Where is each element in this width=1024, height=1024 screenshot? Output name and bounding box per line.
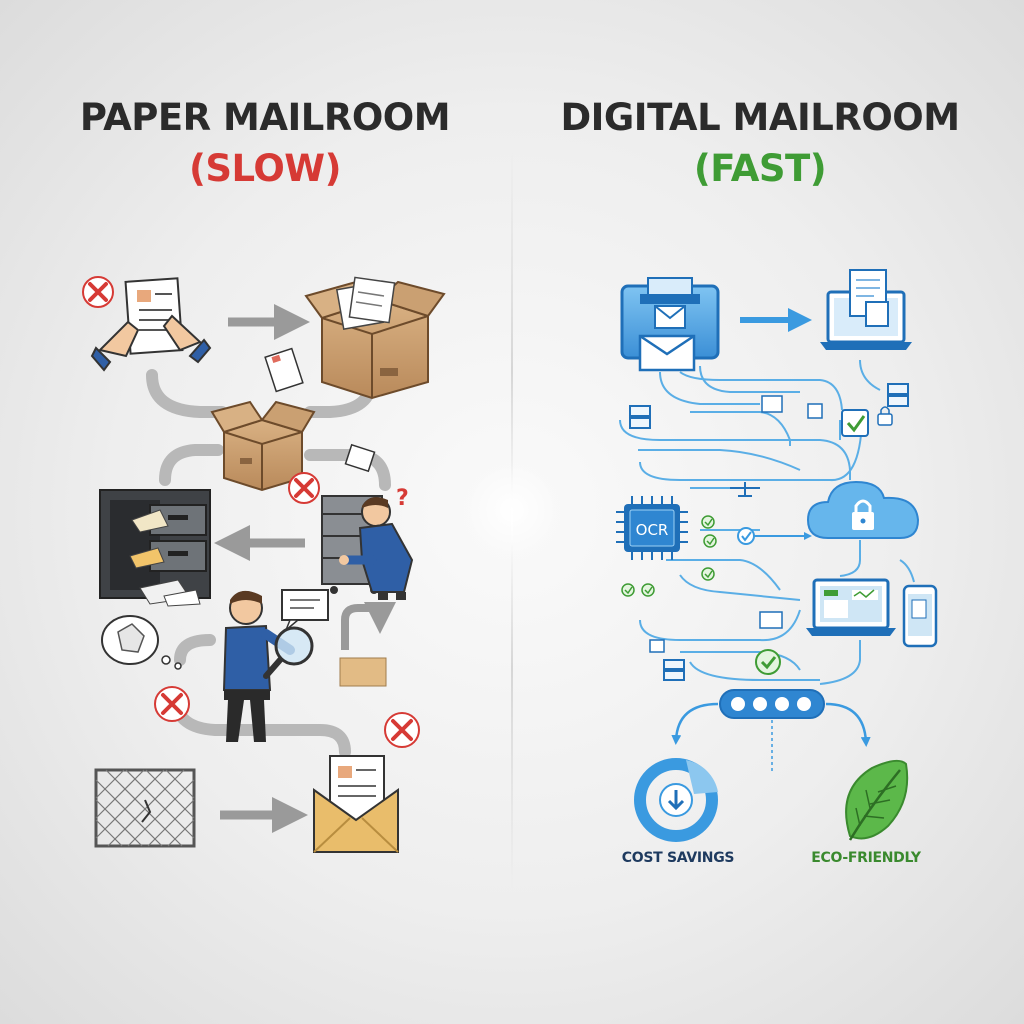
paper-mailroom-title: PAPER MAILROOM (79, 96, 451, 139)
document-node-icon (761, 395, 823, 419)
checkmark-icon (841, 409, 869, 437)
database-icon (629, 405, 651, 429)
red-x-icon (384, 712, 420, 748)
mobile-icon (902, 584, 938, 648)
network-node-icon (730, 482, 760, 497)
flow-arrow (825, 702, 871, 747)
loose-paper-icon (344, 443, 376, 473)
paper-flow (146, 304, 396, 833)
eco-friendly-caption: ECO-FRIENDLY (811, 850, 921, 866)
chain-link-fence-icon (94, 768, 196, 848)
cloud-lock-icon (806, 480, 920, 539)
paper-mailroom-speed: (SLOW) (189, 147, 342, 190)
red-x-icon (288, 472, 320, 504)
hands-holding-document-icon (90, 277, 212, 372)
file-cabinet-icon (99, 489, 211, 607)
document-node-icon (649, 611, 783, 653)
leaf-icon (845, 759, 909, 841)
laptop-dashboard-icon (806, 578, 896, 636)
envelope-with-letter-icon (313, 755, 399, 853)
paper-mailroom-heading: PAPER MAILROOM (SLOW) (55, 96, 475, 190)
cardboard-box-icon (304, 276, 446, 400)
crumpled-paper-thought-icon (101, 615, 182, 670)
ocr-label: OCR (636, 521, 669, 539)
open-box-icon (210, 400, 316, 492)
red-x-icon (82, 276, 114, 308)
cost-savings-caption: COST SAVINGS (621, 850, 735, 866)
checkmark-icon (737, 527, 755, 545)
lock-icon (877, 406, 893, 426)
small-box-icon (339, 657, 387, 687)
digital-mailroom-title: DIGITAL MAILROOM (560, 96, 960, 139)
laptop-icon (820, 269, 912, 350)
red-x-icon (154, 686, 190, 722)
scanner-icon (620, 277, 720, 372)
checkmark-icon (755, 649, 781, 675)
loose-paper-icon (264, 347, 304, 393)
magnifying-glass-worker-icon (222, 589, 329, 742)
center-glow (462, 460, 562, 560)
digital-mailroom-speed: (FAST) (693, 147, 827, 190)
confused-worker-icon: ? (321, 486, 414, 600)
database-icon (887, 383, 909, 407)
ocr-chip-icon: OCR (616, 496, 688, 560)
checkmark-icon (621, 515, 717, 597)
cost-savings-icon (634, 758, 718, 842)
database-icon (663, 659, 685, 681)
digital-mailroom-heading: DIGITAL MAILROOM (FAST) (550, 96, 970, 190)
flow-arrow (671, 702, 719, 745)
conveyor-icon (719, 689, 825, 719)
svg-text:?: ? (396, 486, 409, 511)
